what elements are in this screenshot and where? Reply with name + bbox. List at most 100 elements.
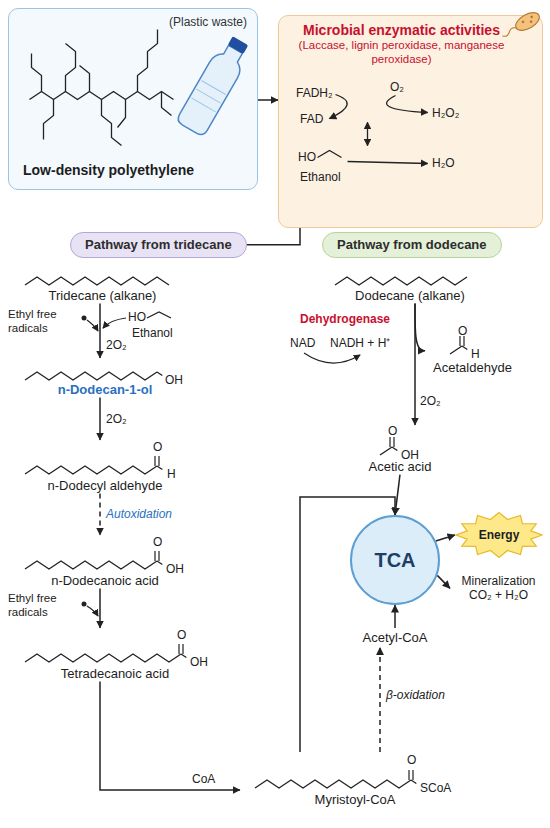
polymer-branch bbox=[162, 92, 172, 116]
polymer-branch bbox=[66, 44, 76, 92]
chem-label: NAD bbox=[290, 336, 315, 350]
chem-label: H bbox=[471, 347, 480, 361]
chem-label: FADH₂ bbox=[296, 86, 333, 100]
compound-node: Acetic acid bbox=[350, 425, 450, 475]
chem-label: H₂O₂ bbox=[432, 106, 459, 120]
chem-label: O bbox=[407, 753, 416, 767]
compound-node: n-Dodecyl aldehyde bbox=[15, 440, 195, 494]
flow-connector bbox=[436, 535, 455, 541]
chem-label: O bbox=[153, 535, 162, 549]
chem-label: Ethyl free radicals bbox=[8, 308, 80, 336]
flow-connector bbox=[437, 575, 450, 588]
chem-label: NADH + H⁺ bbox=[330, 336, 390, 350]
flow-connector bbox=[99, 589, 101, 628]
compound-node: Myristoyl-CoA bbox=[240, 752, 470, 808]
radical-dot bbox=[82, 316, 87, 321]
radical-dot bbox=[82, 602, 87, 607]
node-illustration bbox=[9, 9, 257, 189]
flow-connector bbox=[395, 475, 400, 515]
flow-connector bbox=[247, 228, 300, 245]
bacterium-icon bbox=[499, 9, 542, 42]
polymer-branch bbox=[32, 54, 42, 92]
chem-label: Autoxidation bbox=[106, 507, 172, 521]
node-subtext: Low-density polyethylene bbox=[23, 162, 194, 179]
ethanol-bonds bbox=[147, 312, 171, 318]
chem-label: Dehydrogenase bbox=[300, 312, 390, 326]
polymer-branch bbox=[138, 30, 158, 92]
flow-connector bbox=[379, 648, 381, 752]
chem-label: 2O₂ bbox=[420, 394, 441, 408]
cycle-circle: TCA bbox=[350, 515, 440, 605]
carbon-chain bbox=[25, 561, 157, 569]
chem-label: Ethyl free radicals bbox=[8, 592, 80, 620]
radical-arrow bbox=[87, 320, 98, 331]
double-bond bbox=[389, 437, 390, 447]
node-title: Acetyl-CoA bbox=[350, 630, 440, 646]
chem-label: H₂O bbox=[432, 156, 455, 170]
compound-node: Tridecane (alkane) bbox=[15, 266, 190, 304]
bond-line bbox=[181, 654, 186, 658]
process-box: Pathway from tridecane bbox=[70, 232, 247, 258]
chem-label: O bbox=[458, 324, 467, 338]
chem-label: HO bbox=[128, 310, 146, 324]
carbon-chain bbox=[25, 372, 157, 380]
compound-node: Dodecane (alkane) bbox=[320, 266, 500, 304]
carbon-chain bbox=[25, 654, 181, 662]
chem-label: CoA bbox=[192, 772, 215, 786]
plastic-bottle bbox=[176, 33, 255, 137]
polymer-branch bbox=[102, 100, 122, 146]
flow-connector bbox=[99, 494, 101, 535]
carbon-chain bbox=[380, 447, 392, 455]
flow-connector bbox=[415, 304, 425, 351]
node-title: Tetradecanoic acid bbox=[15, 666, 215, 682]
node-title: Mineralization bbox=[450, 574, 547, 588]
double-bond bbox=[154, 456, 155, 466]
flow-connector bbox=[394, 605, 396, 628]
double-bond bbox=[158, 551, 159, 561]
node-title: Acetic acid bbox=[350, 459, 450, 475]
chem-label: β-oxidation bbox=[386, 688, 445, 702]
chem-label: FAD bbox=[300, 112, 323, 126]
energy-burst: Energy bbox=[455, 512, 543, 558]
node-title: Tridecane (alkane) bbox=[15, 288, 190, 304]
double-bond bbox=[393, 437, 394, 447]
radical-arrow bbox=[87, 606, 98, 616]
node-title: Acetaldehyde bbox=[425, 360, 520, 376]
process-box: (Plastic waste)Low-density polyethylene bbox=[8, 8, 258, 190]
chem-label: OH bbox=[165, 373, 183, 387]
chem-label: HO bbox=[298, 150, 316, 164]
chem-label: OH bbox=[166, 562, 184, 576]
double-bond bbox=[158, 456, 159, 466]
process-box: Acetyl-CoA bbox=[350, 628, 440, 648]
chem-label: Ethanol bbox=[132, 326, 173, 340]
chem-label: OH bbox=[401, 448, 419, 462]
node-subtext: (Laccase, lignin peroxidase, manganese p… bbox=[289, 39, 514, 67]
bond-line bbox=[157, 466, 162, 470]
double-bond bbox=[412, 770, 413, 780]
flow-connector bbox=[100, 682, 240, 790]
polymer-branch bbox=[80, 66, 90, 92]
carbon-chain bbox=[335, 277, 467, 285]
flow-connector bbox=[414, 304, 416, 425]
bond-line bbox=[462, 346, 467, 350]
process-box: Pathway from dodecane bbox=[322, 232, 502, 258]
node-title: Pathway from tridecane bbox=[85, 237, 232, 253]
polymer-backbone bbox=[30, 92, 174, 100]
node-title: Energy bbox=[479, 528, 520, 542]
compound-node: n-Dodecanoic acid bbox=[15, 535, 195, 589]
carbon-chain bbox=[25, 466, 157, 474]
node-title: Dodecane (alkane) bbox=[320, 288, 500, 304]
cofactor-arrow bbox=[304, 353, 360, 363]
node-subtext: CO₂ + H₂O bbox=[450, 588, 547, 602]
flow-connector bbox=[99, 398, 101, 440]
bond-line bbox=[392, 447, 397, 451]
process-box: MineralizationCO₂ + H₂O bbox=[450, 572, 547, 605]
carbon-chain bbox=[25, 277, 169, 285]
flow-connector bbox=[99, 304, 101, 358]
chem-label: SCoA bbox=[420, 781, 451, 795]
chem-label: OH bbox=[190, 655, 208, 669]
bond-line bbox=[411, 780, 416, 784]
double-bond bbox=[408, 770, 409, 780]
node-title: Pathway from dodecane bbox=[337, 237, 487, 253]
